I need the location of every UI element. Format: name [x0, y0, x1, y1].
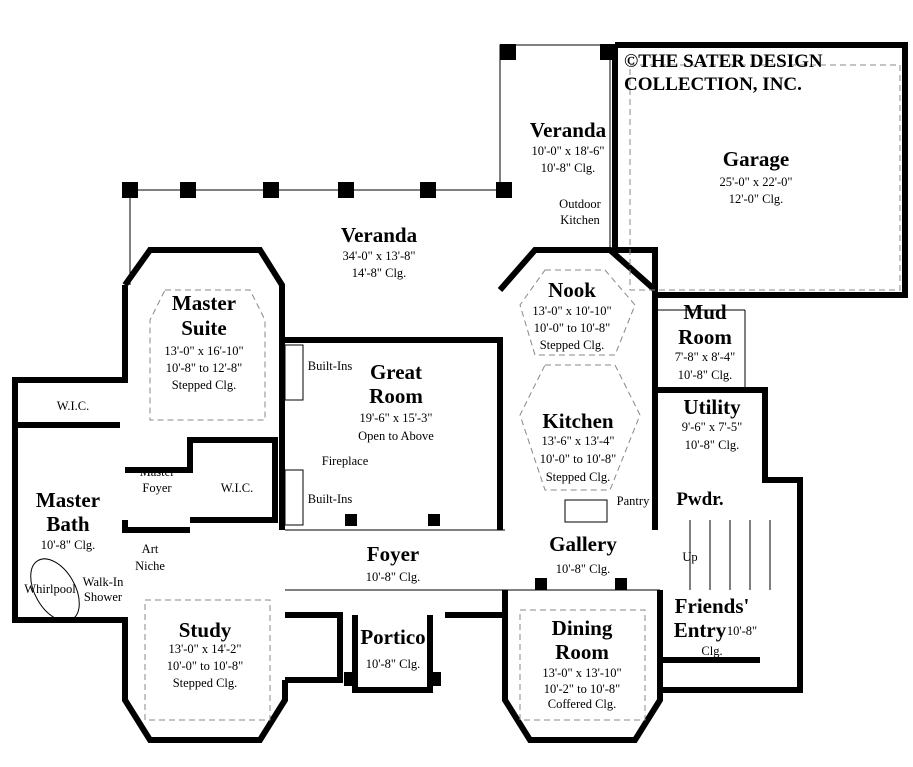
room-pwdr: Pwdr. — [676, 489, 724, 510]
room-name: Art — [141, 542, 159, 556]
room-name: Room — [369, 384, 423, 408]
room-note: Stepped Clg. — [171, 378, 237, 392]
stairs-up-label: Up — [682, 550, 698, 564]
copyright-notice: ©THE SATER DESIGN COLLECTION, INC. — [624, 50, 823, 96]
fireplace-label: Fireplace — [321, 454, 369, 468]
room-size: 34'-0" x 13'-8" — [342, 249, 416, 263]
room-name: Mud — [683, 300, 727, 324]
room-name: Veranda — [529, 118, 607, 142]
room-wic: W.I.C. — [220, 481, 254, 495]
room-ceiling: 10'-2" to 10'-8" — [543, 682, 621, 696]
room-name: Study — [178, 618, 232, 642]
room-name: Kitchen — [560, 213, 600, 227]
room-ceiling: Clg. — [701, 644, 723, 658]
room-ceiling: 10'-8" Clg. — [540, 161, 596, 175]
room-note: Stepped Clg. — [539, 338, 605, 352]
room-name: Entry — [673, 618, 727, 642]
room-note: Stepped Clg. — [172, 676, 238, 690]
room-name: Outdoor — [559, 197, 601, 211]
room-size: 13'-0" x 16'-10" — [164, 344, 244, 358]
room-name: Master — [139, 465, 175, 479]
room-size: 13'-0" x 14'-2" — [168, 642, 242, 656]
room-size: 13'-0" x 13'-10" — [542, 666, 622, 680]
room-name: Foyer — [142, 481, 172, 495]
room-name: Portico — [360, 625, 426, 649]
copyright-line-1: ©THE SATER DESIGN — [624, 51, 823, 72]
room-name: Garage — [722, 147, 790, 171]
room-size: 13'-0" x 10'-10" — [532, 304, 612, 318]
room-size: 7'-8" x 8'-4" — [674, 350, 736, 364]
room-name: Shower — [83, 590, 123, 604]
whirlpool-label: Whirlpool — [24, 582, 76, 596]
room-name: Nook — [548, 278, 596, 302]
room-ceiling: 10'-0" to 10'-8" — [539, 452, 617, 466]
room-name: Walk-In — [82, 575, 124, 589]
room-name: Great — [369, 360, 423, 384]
room-name: Utility — [683, 395, 741, 419]
room-ceiling: 10'-0" to 10'-8" — [166, 659, 244, 673]
room-size: 25'-0" x 22'-0" — [719, 175, 793, 189]
room-name: Bath — [46, 512, 90, 536]
room-name: Veranda — [340, 223, 418, 247]
room-ceiling: 10'-8" Clg. — [40, 538, 96, 552]
room-name: Foyer — [366, 542, 420, 566]
room-ceiling: 10'-8" to 12'-8" — [165, 361, 243, 375]
room-name: Suite — [181, 316, 227, 340]
room-ceiling: 14'-8" Clg. — [351, 266, 407, 280]
room-ceiling: 10'-8" Clg. — [684, 438, 740, 452]
room-pantry: Pantry — [616, 494, 650, 508]
room-name: Room — [555, 640, 609, 664]
copyright-line-2: COLLECTION, INC. — [624, 74, 802, 95]
room-name: Master — [171, 291, 237, 315]
builtins-label: Built-Ins — [307, 359, 353, 373]
room-name: Room — [678, 325, 732, 349]
room-name: Gallery — [549, 532, 617, 556]
room-name: Kitchen — [542, 409, 614, 433]
room-name: Friends' — [674, 594, 750, 618]
room-ceiling: 10'-8" Clg. — [365, 657, 421, 671]
room-note: Coffered Clg. — [547, 697, 617, 711]
room-name: Dining — [551, 616, 613, 640]
room-ceiling: 10'-8" Clg. — [555, 562, 611, 576]
room-note: Open to Above — [358, 429, 434, 443]
builtins-label: Built-Ins — [307, 492, 353, 506]
room-ceiling: 10'-0" to 10'-8" — [533, 321, 611, 335]
room-name: Master — [35, 488, 101, 512]
room-ceiling: 10'-8" Clg. — [365, 570, 421, 584]
room-size: 10'-0" x 18'-6" — [531, 144, 605, 158]
room-size: 13'-6" x 13'-4" — [541, 434, 615, 448]
room-wic: W.I.C. — [56, 399, 90, 413]
room-note: Stepped Clg. — [545, 470, 611, 484]
room-size: 19'-6" x 15'-3" — [359, 411, 433, 425]
room-name: Niche — [135, 559, 165, 573]
room-size: 9'-6" x 7'-5" — [681, 420, 743, 434]
room-ceiling: 10'-8" Clg. — [677, 368, 733, 382]
room-ceiling: 10'-8" — [726, 624, 758, 638]
room-ceiling: 12'-0" Clg. — [728, 192, 784, 206]
